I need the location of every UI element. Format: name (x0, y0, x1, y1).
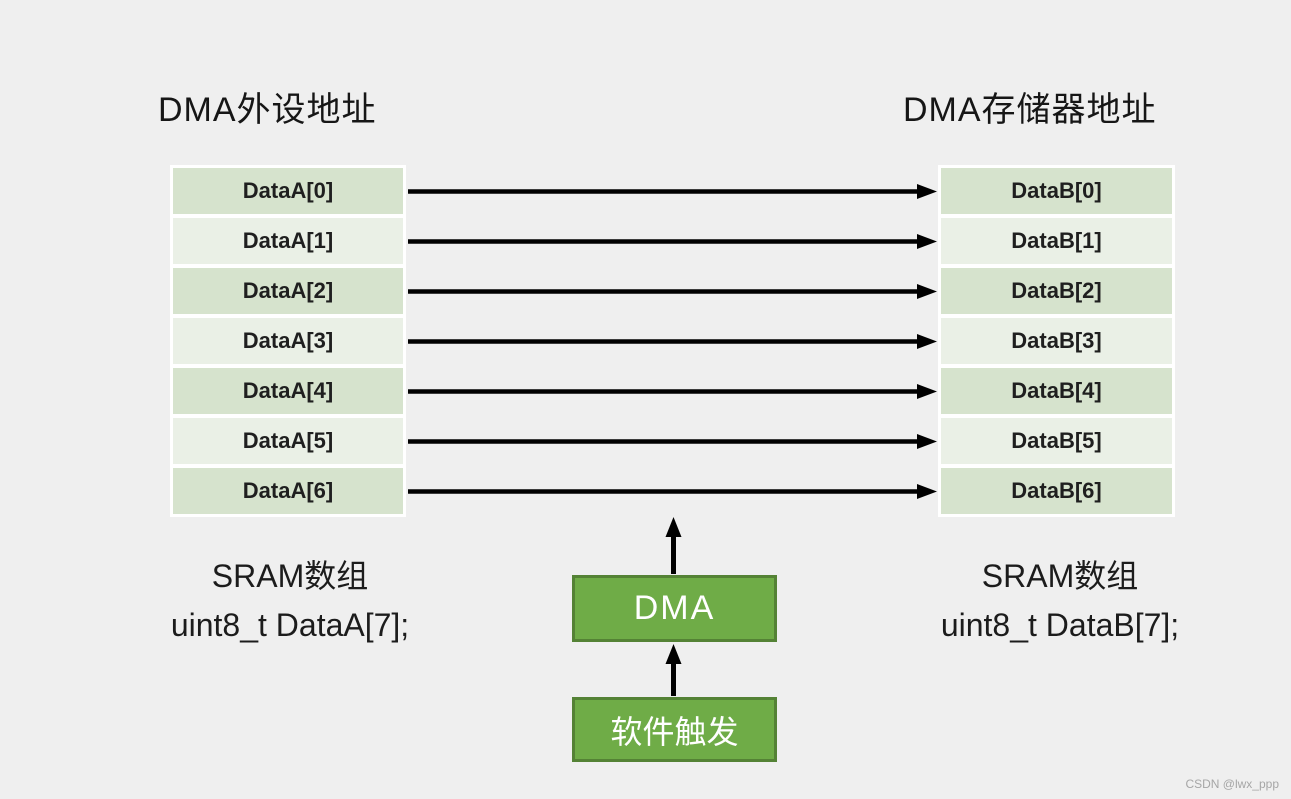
table-row: DataA[4] (173, 368, 403, 414)
transfer-arrow-head (917, 484, 937, 499)
software-trigger-box: 软件触发 (572, 697, 777, 762)
destination-array-caption: SRAM数组 uint8_t DataB[7]; (865, 552, 1255, 650)
row-label: DataA[1] (242, 228, 334, 253)
table-row: DataB[0] (941, 168, 1172, 214)
table-row: DataB[5] (941, 418, 1172, 464)
table-row: DataA[1] (173, 218, 403, 264)
software-trigger-label: 软件触发 (610, 713, 739, 750)
row-label: DataA[2] (242, 278, 334, 303)
row-label: DataB[3] (1011, 328, 1102, 353)
dma-controller-label: DMA (633, 589, 716, 627)
table-row: DataA[5] (173, 418, 403, 464)
transfer-arrow-head (917, 384, 937, 399)
transfer-arrow-head (917, 234, 937, 249)
row-label: DataA[4] (242, 378, 334, 403)
row-label: DataA[6] (242, 478, 334, 503)
table-row: DataA[6] (173, 468, 403, 514)
table-row: DataB[3] (941, 318, 1172, 364)
row-label: DataA[0] (242, 178, 334, 203)
row-label: DataB[0] (1011, 178, 1102, 203)
flow-arrow-head (665, 517, 682, 537)
source-array-caption: SRAM数组 uint8_t DataA[7]; (95, 552, 485, 650)
row-label: DataB[1] (1011, 228, 1102, 253)
row-label: DataA[5] (242, 428, 334, 453)
table-row: DataB[4] (941, 368, 1172, 414)
watermark: CSDN @lwx_ppp (1185, 777, 1279, 791)
dma-controller-box: DMA (572, 575, 777, 642)
table-row: DataB[2] (941, 268, 1172, 314)
destination-array-caption-line1: SRAM数组 (981, 558, 1139, 594)
source-array-caption-line1: SRAM数组 (211, 558, 369, 594)
table-row: DataA[2] (173, 268, 403, 314)
table-row: DataA[3] (173, 318, 403, 364)
memory-address-title: DMA存储器地址 (903, 91, 1157, 129)
transfer-arrow-head (917, 434, 937, 449)
transfer-arrow-head (917, 284, 937, 299)
source-array-caption-line2: uint8_t DataA[7]; (170, 607, 410, 643)
row-label: DataB[6] (1011, 478, 1102, 503)
row-label: DataA[3] (242, 328, 334, 353)
row-label: DataB[2] (1011, 278, 1102, 303)
transfer-arrow-head (917, 334, 937, 349)
row-label: DataB[4] (1011, 378, 1102, 403)
destination-array-caption-line2: uint8_t DataB[7]; (940, 607, 1180, 643)
peripheral-address-title: DMA外设地址 (158, 91, 377, 129)
row-label: DataB[5] (1011, 428, 1102, 453)
peripheral-address-table: DataA[0] DataA[1] DataA[2] DataA[3] DataA[4]… (170, 165, 406, 517)
transfer-arrow-head (917, 184, 937, 199)
table-row: DataB[6] (941, 468, 1172, 514)
flow-arrow-head (665, 644, 682, 664)
table-row: DataA[0] (173, 168, 403, 214)
memory-address-table: DataB[0] DataB[1] DataB[2] DataB[3] DataB[4]… (938, 165, 1175, 517)
table-row: DataB[1] (941, 218, 1172, 264)
